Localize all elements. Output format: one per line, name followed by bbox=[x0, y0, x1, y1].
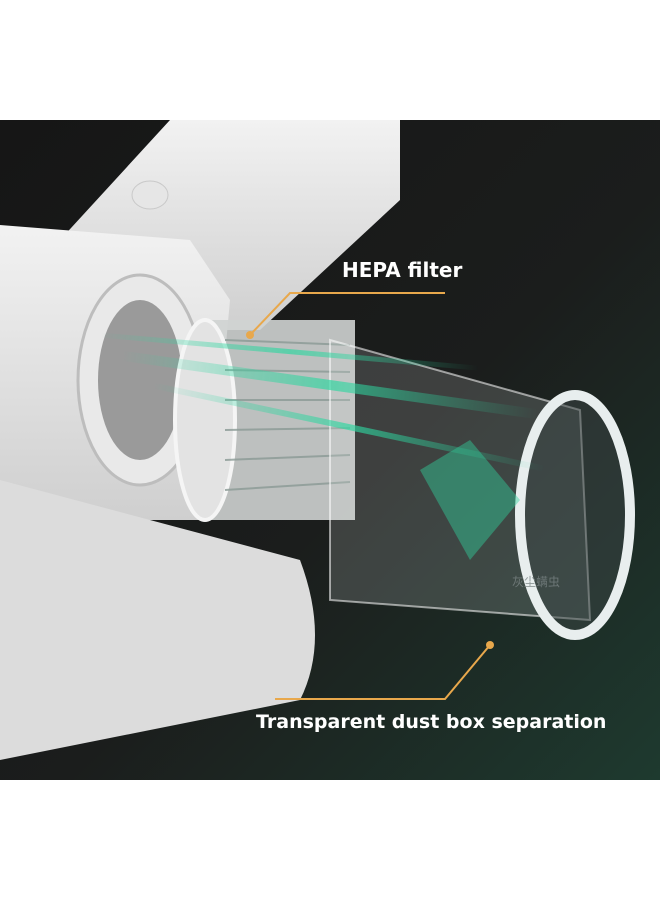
airflow-streaks bbox=[100, 332, 546, 560]
power-button bbox=[131, 180, 169, 210]
dust-callout-dot bbox=[486, 641, 494, 649]
hepa-filter-label: HEPA filter bbox=[342, 258, 463, 282]
dust-callout-line bbox=[275, 644, 491, 700]
dust-box-label: Transparent dust box separation bbox=[256, 711, 607, 733]
product-print-text: 灰尘螨虫 bbox=[512, 575, 561, 589]
hepa-callout-line bbox=[249, 292, 445, 336]
vacuum-base bbox=[0, 480, 315, 760]
dust-box-rim bbox=[515, 390, 635, 640]
hepa-callout-dot bbox=[246, 331, 254, 339]
